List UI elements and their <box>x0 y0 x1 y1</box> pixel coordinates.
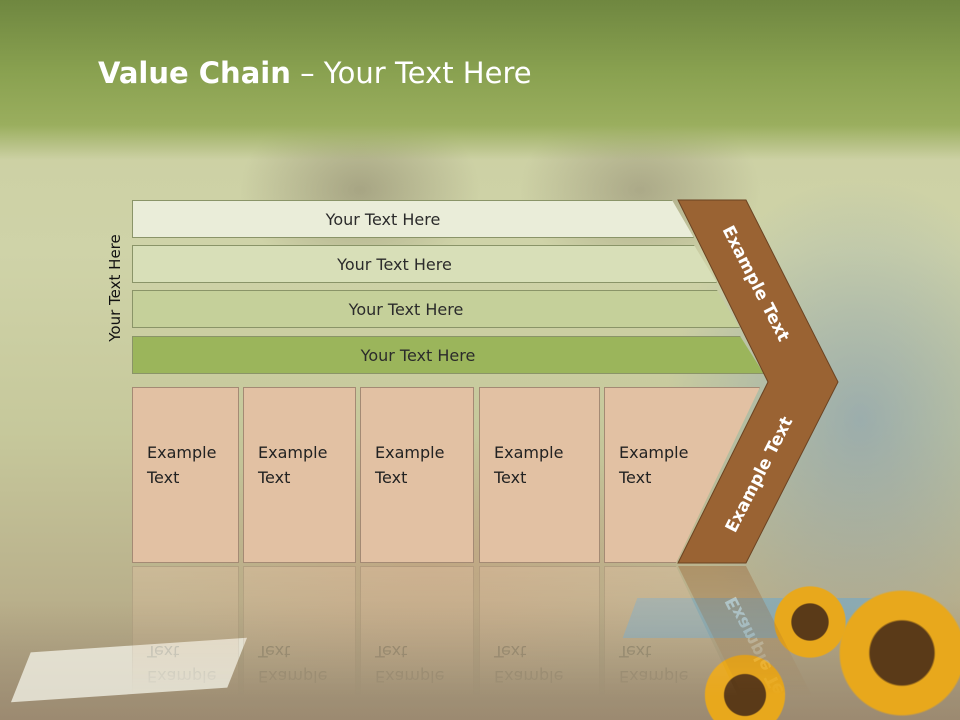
value-chain-row: Your Text Here <box>132 290 740 328</box>
reflection: Example Text Example Text Example Text E… <box>0 566 960 720</box>
chevron-shape <box>677 199 839 564</box>
cell-text: Example Text <box>258 443 328 487</box>
activity-cell: Example Text <box>243 387 356 563</box>
activity-cell: Example Text <box>360 387 474 563</box>
title-rest: – Your Text Here <box>290 56 532 90</box>
chevron-shape-reflection <box>678 566 838 720</box>
row-label: Your Text Here <box>325 209 441 229</box>
value-chain-row: Your Text Here <box>132 200 694 238</box>
cell-text: Example Text <box>147 443 217 487</box>
title-band <box>0 0 960 160</box>
cell-text: Example Text <box>619 443 689 487</box>
activity-cell: Example Text <box>479 387 600 563</box>
title-bold: Value Chain <box>98 56 291 90</box>
chevron-reflection: Example Text <box>678 566 838 720</box>
row-label: Your Text Here <box>348 299 464 319</box>
activity-cell: Example Text <box>132 387 239 563</box>
slide-title: Value Chain – Your Text Here <box>98 56 532 90</box>
sunflower-image <box>832 583 960 720</box>
cell-text: Example Text <box>494 443 564 487</box>
row-label: Your Text Here <box>337 254 452 274</box>
row-label: Your Text Here <box>360 345 476 365</box>
cell-text: Example Text <box>375 443 445 487</box>
value-chain-row: Your Text Here <box>132 245 717 283</box>
value-chain-row: Your Text Here <box>132 336 764 374</box>
sunflower-image <box>700 650 790 720</box>
